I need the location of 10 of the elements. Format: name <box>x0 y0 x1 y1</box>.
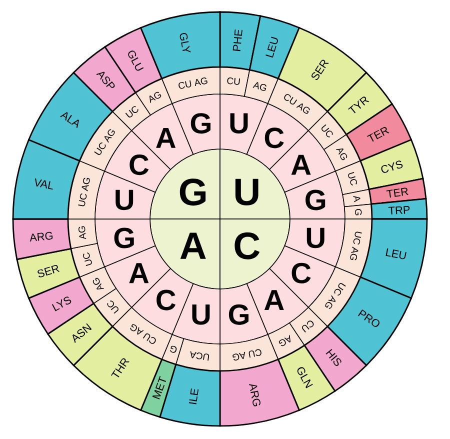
third-base-cell: CU <box>289 306 328 346</box>
amino-acid-sector: LEU <box>248 15 300 80</box>
third-base-cell: UC <box>70 242 105 278</box>
third-base-cell: UC <box>93 288 132 327</box>
amino-acid-sector: ARG <box>12 218 72 260</box>
third-base-cell: CU AG <box>220 334 279 372</box>
first-base-quadrant: C <box>220 218 290 290</box>
third-base-cell: UC <box>112 92 151 131</box>
amino-acid-sector: PHE <box>219 11 262 71</box>
third-base-cell: UC <box>308 111 347 150</box>
